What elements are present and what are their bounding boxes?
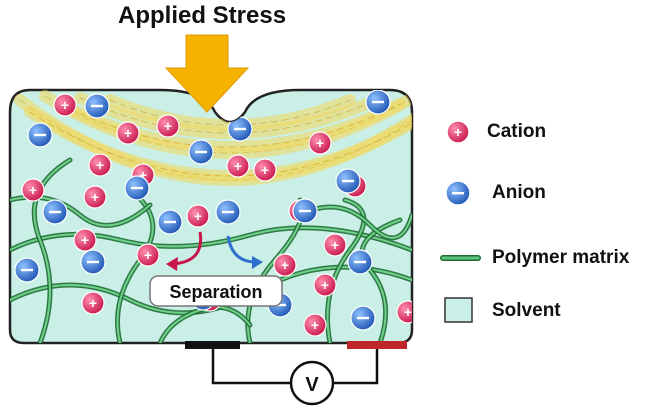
- cation-symbol: +: [91, 189, 99, 205]
- applied-stress-arrow: [164, 34, 250, 113]
- cation-symbol: +: [311, 317, 319, 333]
- circuit-wire: [334, 349, 379, 385]
- cation: [88, 153, 112, 177]
- cation-symbol: +: [144, 247, 152, 263]
- cation: [253, 158, 277, 182]
- legend-anion-label: Anion: [492, 182, 546, 203]
- anion-symbol: [234, 127, 246, 131]
- cation-symbol: +: [321, 277, 329, 293]
- voltmeter: [289, 360, 335, 406]
- anion-symbol: [354, 260, 366, 264]
- polymer-network: [10, 157, 412, 343]
- cation: [396, 300, 412, 324]
- anion-symbol: [299, 209, 311, 213]
- left-electrode: [185, 341, 240, 349]
- voltmeter-label: V: [305, 374, 319, 396]
- cation: [308, 131, 332, 155]
- separation-label-box: [149, 275, 283, 307]
- cation: [273, 253, 297, 277]
- cation-symbol: +: [281, 257, 289, 273]
- cation-symbol: +: [29, 182, 37, 198]
- cation: [83, 185, 107, 209]
- cation-symbol: +: [404, 304, 412, 320]
- right-electrode: [347, 341, 407, 349]
- anion-symbol: [87, 260, 99, 264]
- anion-symbol: [222, 210, 234, 214]
- cation-symbol: +: [96, 157, 104, 173]
- anion-symbol: [21, 268, 33, 272]
- polymer-strand-highlight: [299, 206, 412, 239]
- cation-symbol: +: [316, 135, 324, 151]
- applied-stress-title: Applied Stress: [118, 2, 287, 29]
- solvent-icon: [444, 297, 473, 323]
- cation-drift-arrowhead: [166, 257, 178, 271]
- cation: [323, 233, 347, 257]
- cation-symbol: +: [234, 158, 242, 174]
- cation: [226, 154, 250, 178]
- anion-symbol: [342, 179, 354, 183]
- anion-symbol: [131, 186, 143, 190]
- cation-icon: [446, 120, 470, 144]
- anion-symbol: [357, 316, 369, 320]
- cation-symbol: +: [124, 125, 132, 141]
- anion-symbol: [34, 133, 46, 137]
- anion-symbol: [49, 210, 61, 214]
- separation-label: Separation: [169, 282, 262, 302]
- legend-solvent-label: Solvent: [492, 300, 561, 321]
- cation-symbol: +: [261, 162, 269, 178]
- cation: [186, 204, 210, 228]
- cation-symbol: +: [139, 167, 147, 183]
- cation-symbol: +: [89, 295, 97, 311]
- cation-symbol: +: [81, 232, 89, 248]
- cation-symbol: +: [164, 118, 172, 134]
- cation-symbol: +: [194, 208, 202, 224]
- cation: [116, 121, 140, 145]
- anion-symbol: [164, 220, 176, 224]
- stress-band-edge: [29, 111, 412, 177]
- polymer-strand-highlight: [33, 159, 71, 343]
- anion-symbol: [91, 104, 103, 108]
- polymer-strand-highlight: [10, 226, 412, 251]
- anion-symbol: [372, 100, 384, 104]
- circuit-wire: [211, 349, 290, 385]
- cation: [303, 313, 327, 337]
- anion-drift-arrowhead: [252, 256, 263, 269]
- stress-band-edge: [59, 103, 401, 148]
- cation: [313, 273, 337, 297]
- cation: [81, 291, 105, 315]
- cation-icon-symbol: +: [454, 124, 462, 140]
- legend-cation-label: Cation: [487, 121, 547, 142]
- cation: [136, 243, 160, 267]
- anion-symbol: [274, 303, 286, 307]
- cation: [53, 93, 77, 117]
- cation: [21, 178, 45, 202]
- cation: [156, 114, 180, 138]
- legend-polymer-label: Polymer matrix: [492, 247, 630, 268]
- anion-symbol: [195, 150, 207, 154]
- cation-symbol: +: [61, 97, 69, 113]
- cation: [73, 228, 97, 252]
- cation-symbol: +: [331, 237, 339, 253]
- anion-icon-symbol: [452, 192, 464, 195]
- polymer-strand-highlight: [326, 199, 365, 343]
